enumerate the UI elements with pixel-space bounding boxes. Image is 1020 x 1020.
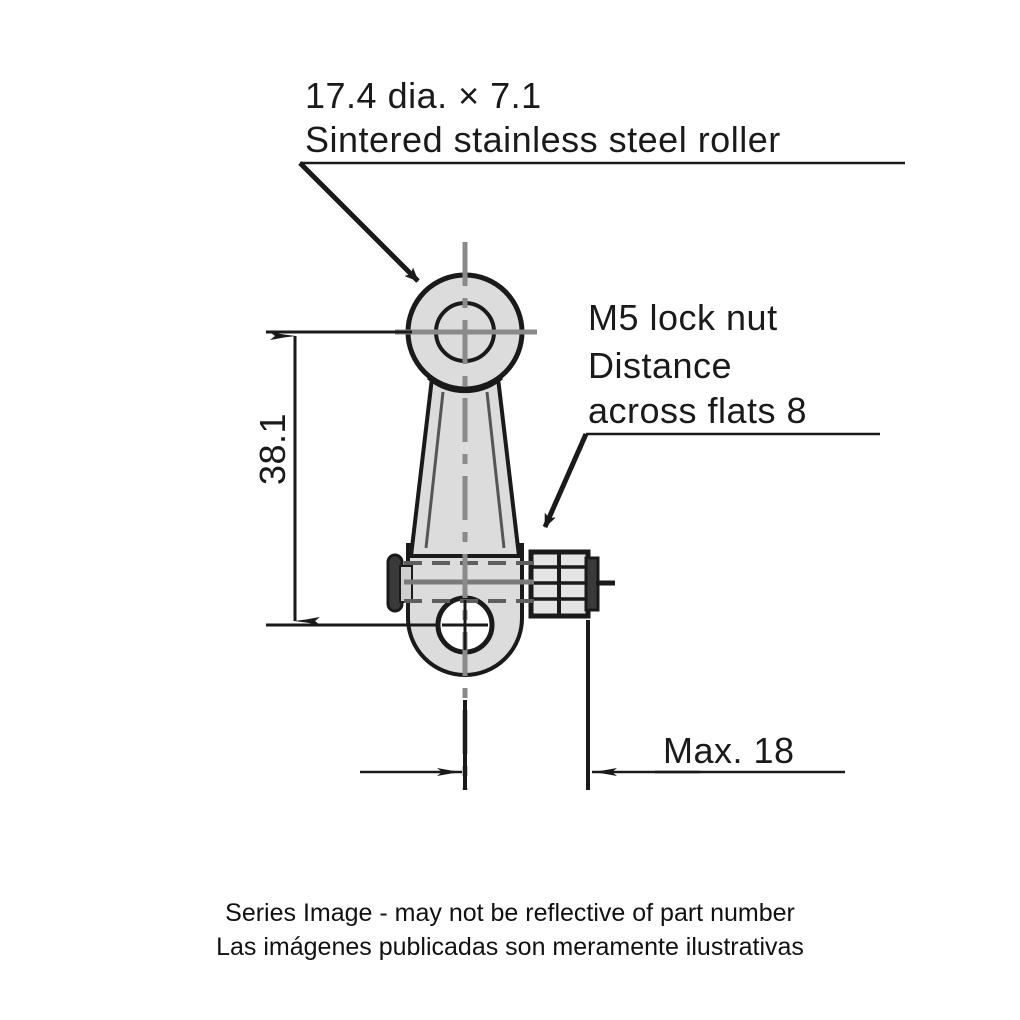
vertical-dimension-text: 38.1 bbox=[252, 413, 293, 485]
roller-label-line2: Sintered stainless steel roller bbox=[305, 119, 781, 160]
roller-annotation-group: 17.4 dia. × 7.1 Sintered stainless steel… bbox=[298, 75, 905, 283]
roller-arm-junction-arc bbox=[427, 376, 503, 394]
nut-label-line3: across flats 8 bbox=[588, 390, 807, 431]
vertical-dimension-group: 38.1 bbox=[252, 330, 440, 627]
nut-annotation-group: M5 lock nut Distance across flats 8 bbox=[542, 297, 880, 529]
centerlines-group bbox=[395, 242, 537, 790]
caption-group: Series Image - may not be reflective of … bbox=[216, 899, 804, 961]
m5-lock-nut bbox=[528, 549, 615, 619]
roller-leader-line bbox=[298, 161, 420, 283]
hidden-lines-group bbox=[404, 561, 534, 603]
arm-inner-edge-left bbox=[424, 391, 445, 549]
horizontal-dimension-text: Max. 18 bbox=[663, 730, 795, 771]
nut-label-line1: M5 lock nut bbox=[588, 297, 778, 338]
caption-line-en: Series Image - may not be reflective of … bbox=[225, 899, 795, 927]
left-stop-tab bbox=[386, 553, 404, 613]
roller-label-line1: 17.4 dia. × 7.1 bbox=[305, 75, 542, 116]
caption-line-es: Las imágenes publicadas son meramente il… bbox=[216, 933, 804, 961]
arm-inner-edge-right bbox=[485, 391, 506, 549]
nut-leader-line bbox=[542, 432, 589, 529]
horizontal-dimension-group: Max. 18 bbox=[360, 620, 845, 790]
nut-label-line2: Distance bbox=[588, 345, 732, 386]
part-geometry bbox=[386, 272, 615, 677]
